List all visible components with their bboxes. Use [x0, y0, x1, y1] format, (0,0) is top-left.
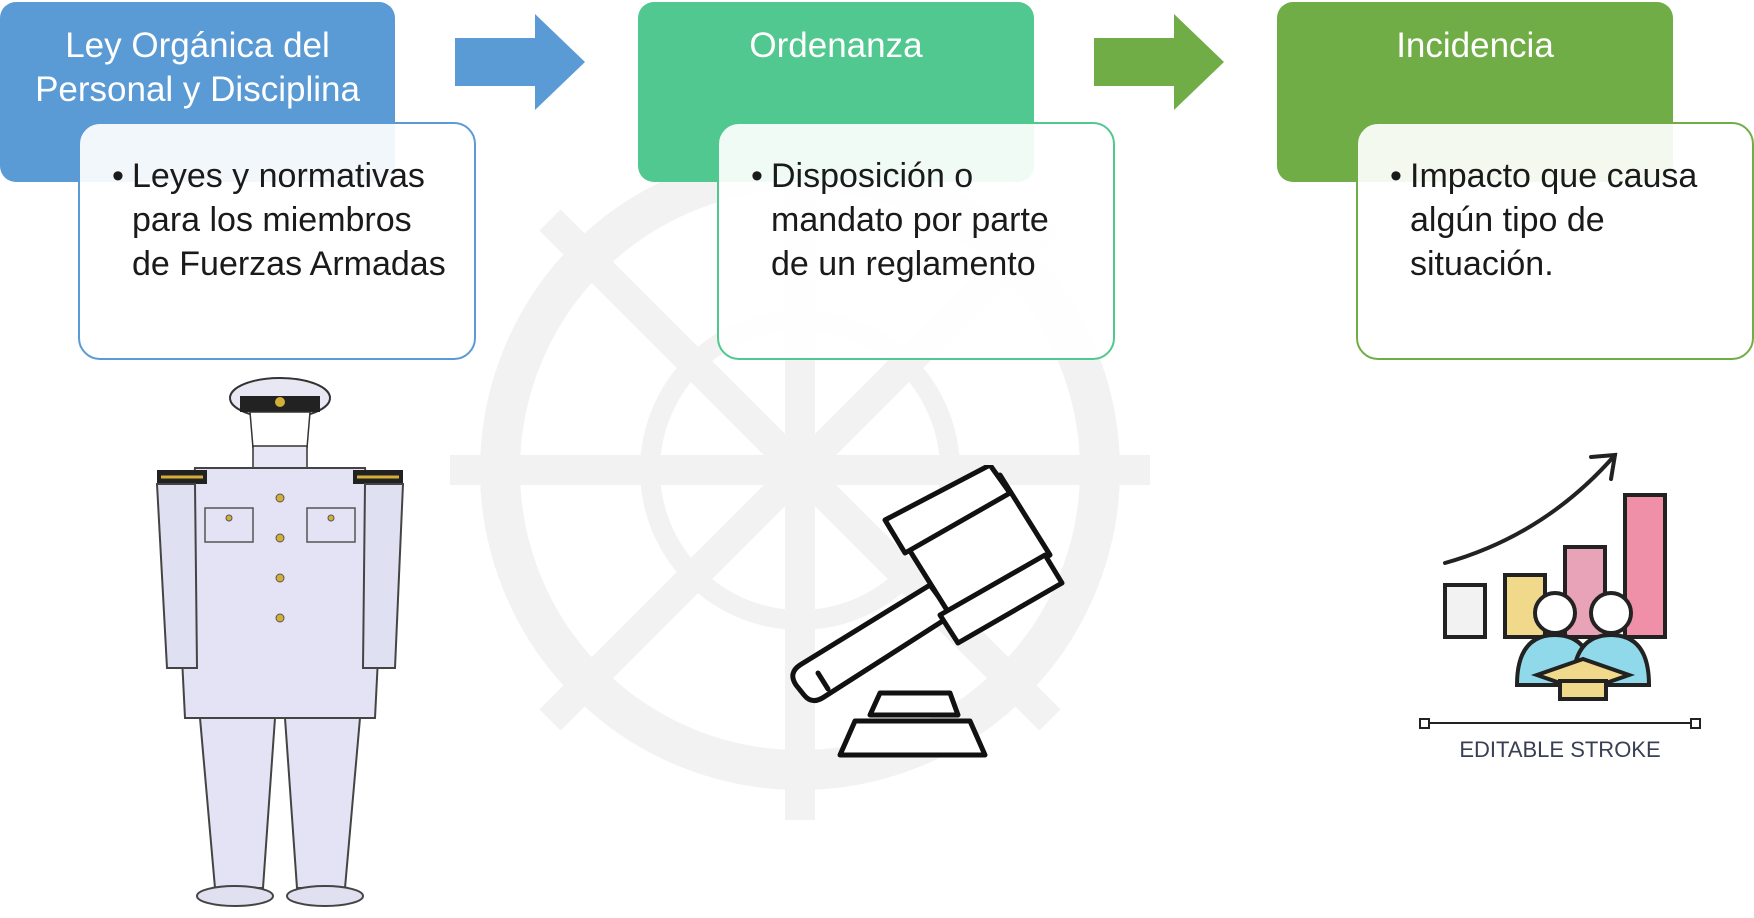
step-2-card: • Disposición o mandato por parte de un …: [717, 122, 1115, 360]
bullet-dot-icon: •: [1390, 157, 1402, 195]
step-1-bullet-text: Leyes y normativas para los miembros de …: [132, 157, 446, 283]
step-2-title: Ordenanza: [749, 26, 923, 65]
step-2-bullet: • Disposición o mandato por parte de un …: [751, 154, 1093, 286]
bullet-dot-icon: •: [751, 157, 763, 195]
step-3-bullet: • Impacto que causa algún tipo de situac…: [1390, 154, 1732, 286]
step-2-bullet-text: Disposición o mandato por parte de un re…: [771, 157, 1049, 283]
gavel-icon: [790, 465, 1065, 758]
step-1-card: • Leyes y normativas para los miembros d…: [78, 122, 476, 360]
step-1-title: Ley Orgánica del Personal y Disciplina: [35, 26, 360, 109]
arrow-right-icon: [1094, 14, 1224, 110]
step-3-bullet-text: Impacto que causa algún tipo de situació…: [1410, 157, 1698, 283]
naval-officer-uniform-icon: [155, 377, 405, 907]
step-1-bullet: • Leyes y normativas para los miembros d…: [112, 154, 454, 286]
step-3-title: Incidencia: [1396, 26, 1554, 65]
growth-chart-people-icon: EDITABLE STROKE: [1419, 452, 1701, 762]
arrow-right-icon: [455, 14, 585, 110]
editable-stroke-caption: EDITABLE STROKE: [1459, 737, 1660, 762]
bullet-dot-icon: •: [112, 157, 124, 195]
step-3-card: • Impacto que causa algún tipo de situac…: [1356, 122, 1754, 360]
